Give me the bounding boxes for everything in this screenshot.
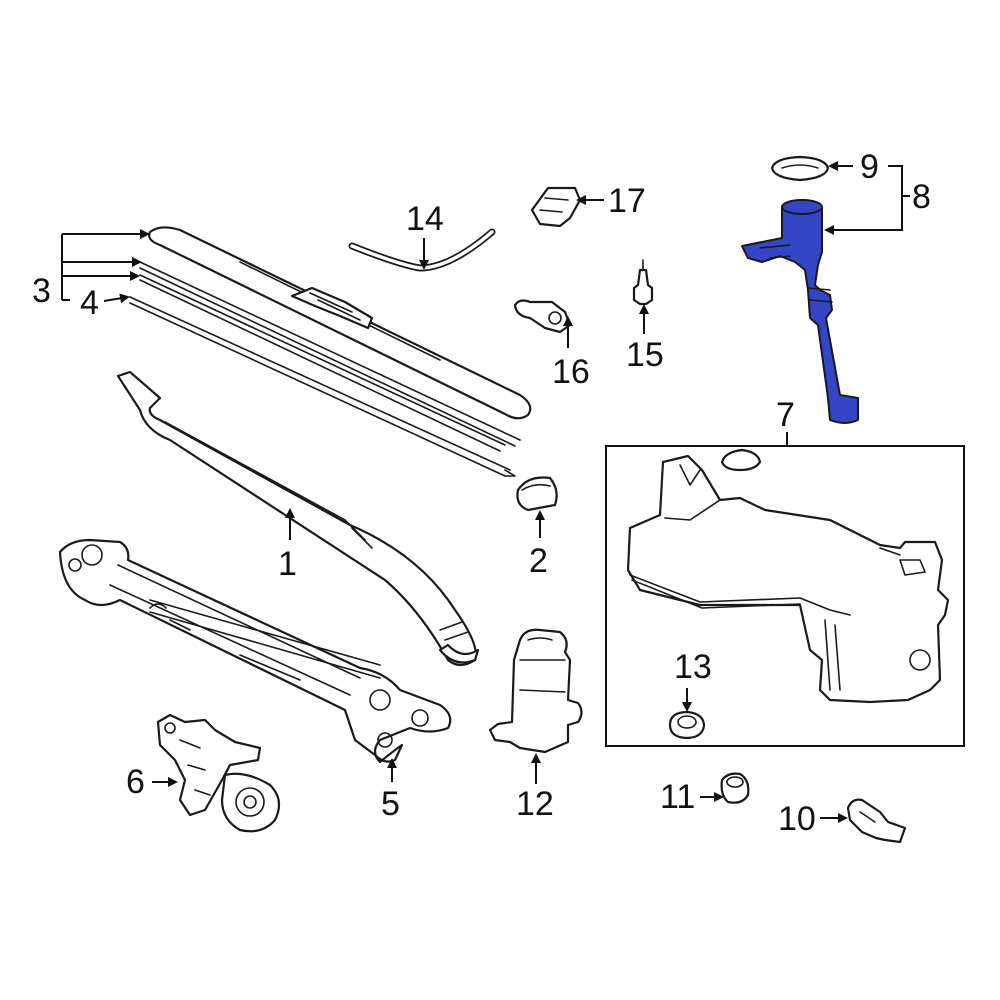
leader-lines: [61, 161, 910, 823]
reservoir-plug: [720, 448, 762, 472]
callout-16: 16: [552, 353, 590, 391]
grommet: [720, 772, 750, 804]
callout-14: 14: [406, 200, 444, 238]
callout-13: 13: [674, 648, 712, 686]
arm-cap: [516, 476, 558, 512]
filler-neck-body: [741, 199, 859, 424]
callout-8: 8: [912, 178, 931, 216]
washer-pump: [488, 628, 583, 754]
filler-cap: [770, 155, 830, 182]
callout-2: 2: [529, 542, 548, 580]
callout-9: 9: [860, 148, 879, 186]
callout-5: 5: [381, 785, 400, 823]
reservoir-grommet: [668, 710, 706, 740]
callout-15: 15: [626, 336, 664, 374]
callout-6: 6: [126, 763, 145, 801]
hose-clip: [530, 186, 582, 228]
callout-11: 11: [660, 778, 695, 816]
callout-10: 10: [778, 800, 816, 838]
callout-7: 7: [776, 396, 795, 434]
wiper-arm: [116, 370, 480, 667]
callout-3: 3: [32, 272, 51, 310]
washer-reservoir: [626, 454, 950, 704]
fastener-pin: [632, 259, 654, 306]
callout-17: 17: [608, 182, 646, 220]
filler-neck-mouth: [781, 199, 823, 215]
callout-12: 12: [516, 785, 554, 823]
washer-filler-neck: [741, 199, 859, 424]
reservoir-frame: [605, 445, 965, 747]
callout-4: 4: [80, 284, 99, 322]
wiper-blade: [148, 226, 532, 420]
wiper-linkage: [58, 538, 452, 764]
blade-rubber-strips: [139, 261, 521, 452]
wiper-insert: [129, 296, 516, 477]
washer-nozzle: [513, 299, 572, 334]
connector: [846, 798, 907, 844]
wiper-motor: [156, 713, 281, 833]
callout-1: 1: [278, 545, 297, 583]
